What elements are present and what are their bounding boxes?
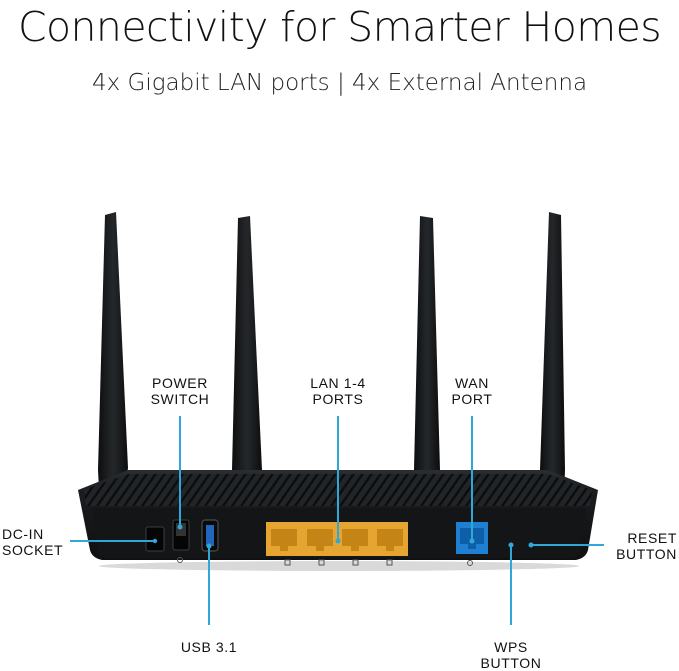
lan-port xyxy=(338,522,372,556)
antenna xyxy=(232,216,262,545)
power-switch-label: POWER SWITCH xyxy=(150,375,210,407)
dc-socket xyxy=(145,526,165,552)
lan-port xyxy=(266,522,302,556)
usb-label: USB 3.1 xyxy=(180,639,238,655)
page-title: Connectivity for Smarter Homes xyxy=(18,3,662,51)
reset-button-label: RESET BUTTON xyxy=(616,530,677,562)
antenna xyxy=(414,216,440,545)
lan-ports-label: LAN 1-4 PORTS xyxy=(310,375,366,407)
wan-port-label: WAN PORT xyxy=(451,375,493,407)
lan-port xyxy=(302,522,338,556)
wps-button-label: WPS BUTTON xyxy=(480,639,542,671)
dc-in-socket-label: DC-IN SOCKET xyxy=(2,526,64,558)
antenna xyxy=(98,212,128,545)
lan-port xyxy=(372,522,408,556)
power-switch xyxy=(172,519,190,563)
page-subtitle: 4x Gigabit LAN ports | 4x External Anten… xyxy=(91,70,588,96)
antenna xyxy=(540,212,565,545)
